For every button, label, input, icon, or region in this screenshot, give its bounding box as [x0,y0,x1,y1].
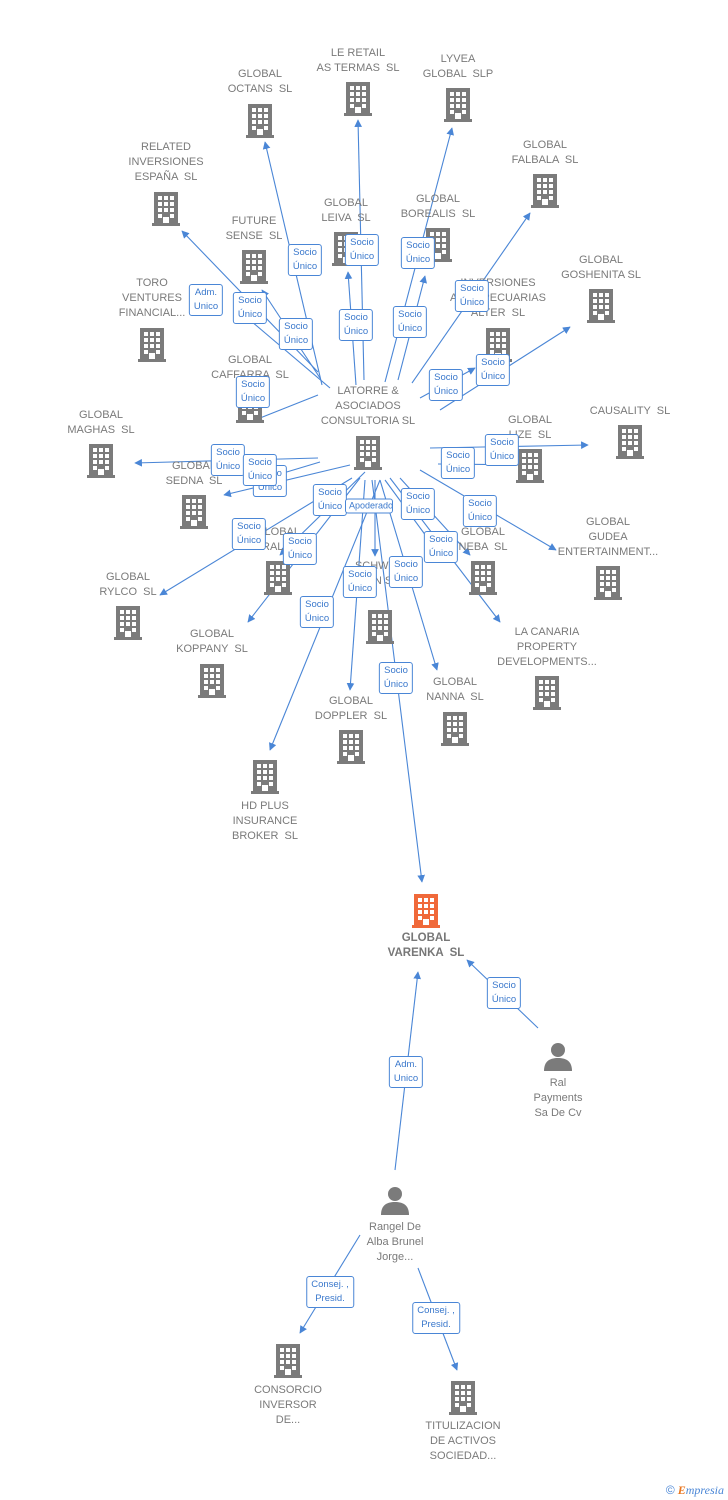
node-label-lyvea[interactable]: LYVEA GLOBAL SLP [422,53,494,80]
brand-name: mpresia [685,1483,724,1497]
node-label-global-neba[interactable]: GLOBAL NEBA SL [458,526,508,553]
empresia-footer[interactable]: © Empresia [666,1483,724,1498]
node-label-ral-payments[interactable]: Ral Payments Sa De Cv [533,1077,583,1119]
edge-role-badge[interactable]: Socio Único [299,596,335,628]
building-icon[interactable] [152,192,180,226]
node-label-le-retail[interactable]: LE RETAIL AS TERMAS SL [316,47,400,74]
relation-edge [223,464,351,498]
edge-role-badge[interactable]: Socio Único [440,447,476,479]
building-icon[interactable] [533,676,561,710]
building-icon[interactable] [138,328,166,362]
building-icon[interactable] [180,495,208,529]
building-icon[interactable] [246,104,274,138]
edge-role-badge[interactable]: Socio Único [232,292,268,324]
node-label-global-borealis[interactable]: GLOBAL BOREALIS SL [400,193,476,220]
edge-role-badge[interactable]: Socio Único [400,488,436,520]
building-icon[interactable] [274,1344,302,1378]
edge-role-badge[interactable]: Socio Único [428,369,464,401]
edge-role-badge[interactable]: Socio Único [486,977,522,1009]
node-label-consorcio[interactable]: CONSORCIO INVERSOR DE... [254,1384,322,1426]
edge-role-badge[interactable]: Socio Único [287,244,323,276]
node-label-global-goshenita[interactable]: GLOBAL GOSHENITA SL [561,254,641,281]
node-label-toro-ventures[interactable]: TORO VENTURES FINANCIAL... [118,277,186,319]
edge-role-badge[interactable]: Socio Único [392,306,428,338]
edge-role-badge[interactable]: Consej. , Presid. [306,1276,354,1308]
node-label-global-lize[interactable]: GLOBAL LIZE SL [507,414,553,441]
building-icon[interactable] [251,760,279,794]
node-label-global-koppany[interactable]: GLOBAL KOPPANY SL [176,628,248,655]
building-icon[interactable] [198,664,226,698]
building-icon[interactable] [412,894,440,928]
edge-role-badge[interactable]: Socio Único [210,444,246,476]
building-icon[interactable] [441,712,469,746]
edge-role-badge[interactable]: Socio Único [454,280,490,312]
building-icon[interactable] [337,730,365,764]
edge-role-badge[interactable]: Socio Único [400,237,436,269]
edge-role-badge[interactable]: Socio Único [344,234,380,266]
building-icon[interactable] [354,436,382,470]
edge-role-badge[interactable]: Adm. Unico [188,284,224,316]
node-label-titulizacion[interactable]: TITULIZACION DE ACTIVOS SOCIEDAD... [425,1420,501,1462]
building-icon[interactable] [444,88,472,122]
building-icon[interactable] [344,82,372,116]
building-icon[interactable] [114,606,142,640]
building-icon[interactable] [264,561,292,595]
edge-role-badge[interactable]: Socio Único [312,484,348,516]
edge-role-badge[interactable]: Adm. Unico [388,1056,424,1088]
edge-role-badge[interactable]: Socio Único [378,662,414,694]
node-label-global-maghas[interactable]: GLOBAL MAGHAS SL [67,409,135,436]
person-icon[interactable] [381,1187,409,1215]
building-icon[interactable] [366,610,394,644]
edge-role-badge[interactable]: Socio Único [388,556,424,588]
edge-role-badge[interactable]: Socio Único [462,495,498,527]
edge-role-badge[interactable]: Consej. , Presid. [412,1302,460,1334]
edge-role-badge[interactable]: Apoderado ...icepres. [345,498,393,514]
building-icon[interactable] [516,449,544,483]
building-icon[interactable] [469,561,497,595]
edge-role-badge[interactable]: Socio Único [484,434,520,466]
relation-edge [254,394,319,422]
node-label-global-sedna[interactable]: GLOBAL SEDNA SL [165,460,223,487]
edge-role-badge[interactable]: Socio Único [231,518,267,550]
node-label-global-varenka[interactable]: GLOBAL VARENKA SL [387,932,465,959]
node-label-global-nanna[interactable]: GLOBAL NANNA SL [426,676,484,703]
node-label-latorre[interactable]: LATORRE & ASOCIADOS CONSULTORIA SL [320,385,416,427]
edge-role-badge[interactable]: Socio Único [278,318,314,350]
edge-role-badge[interactable]: Socio Único [338,309,374,341]
node-label-hd-plus[interactable]: HD PLUS INSURANCE BROKER SL [231,800,299,842]
node-label-global-octans[interactable]: GLOBAL OCTANS SL [227,68,293,95]
building-icon[interactable] [87,444,115,478]
node-label-future-sense[interactable]: FUTURE SENSE SL [225,215,283,242]
building-icon[interactable] [531,174,559,208]
node-label-la-canaria[interactable]: LA CANARIA PROPERTY DEVELOPMENTS... [497,626,597,668]
node-label-global-falbala[interactable]: GLOBAL FALBALA SL [511,139,579,166]
building-icon[interactable] [587,289,615,323]
edge-role-badge[interactable]: Socio Único [423,531,459,563]
edge-role-badge[interactable]: Socio Único [242,454,278,486]
node-label-global-rylco[interactable]: GLOBAL RYLCO SL [99,571,157,598]
edge-role-badge[interactable]: Socio Único [282,533,318,565]
brand-initial: E [677,1483,686,1497]
node-label-rangel[interactable]: Rangel De Alba Brunel Jorge... [366,1221,424,1263]
node-label-global-leiva[interactable]: GLOBAL LEIVA SL [321,197,371,224]
edge-role-badge[interactable]: Socio Único [342,566,378,598]
node-label-global-gudea[interactable]: GLOBAL GUDEA ENTERTAINMENT... [557,516,659,558]
edge-role-badge[interactable]: Socio Único [475,354,511,386]
building-icon[interactable] [449,1381,477,1415]
node-label-global-doppler[interactable]: GLOBAL DOPPLER SL [314,695,388,722]
building-icon[interactable] [240,250,268,284]
node-label-causality[interactable]: CAUSALITY SL [589,405,671,417]
edge-role-badge[interactable]: Socio Único [235,376,271,408]
building-icon[interactable] [616,425,644,459]
node-label-related[interactable]: RELATED INVERSIONES ESPAÑA SL [128,141,204,183]
building-icon[interactable] [594,566,622,600]
person-icon[interactable] [544,1043,572,1071]
copyright-icon: © [665,1483,675,1497]
